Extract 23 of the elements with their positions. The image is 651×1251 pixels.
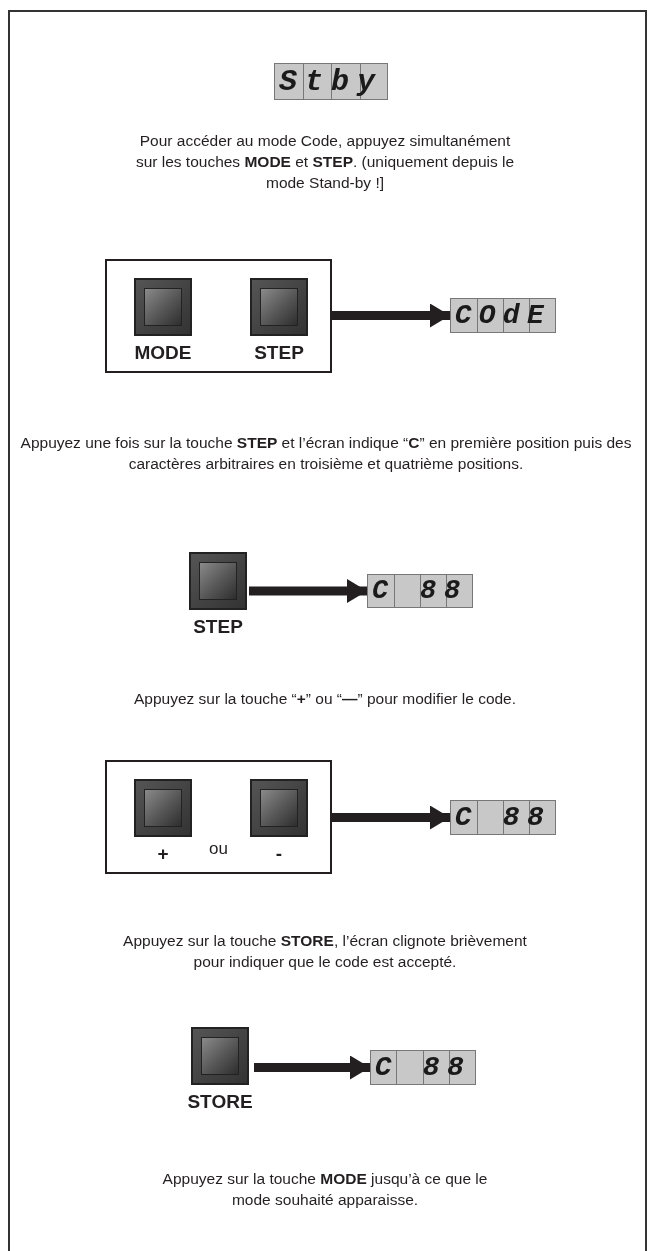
- arrow: [332, 303, 450, 328]
- button-group-frame: [105, 760, 332, 874]
- instruction-text: Appuyez une fois sur la touche STEP et l’écran indique “C” en première position puis des caractères arbitraires en troisième et quatrième positions.: [19, 433, 633, 474]
- button-group-frame: [105, 259, 332, 373]
- instruction-text: Appuyez sur la touche MODE jusqu’à ce que le mode souhaité apparaisse.: [161, 1169, 489, 1210]
- seven-segment-display: C 88: [450, 800, 556, 835]
- seven-segment-display: C 88: [367, 574, 473, 608]
- seven-segment-display: COdE: [450, 298, 556, 333]
- arrow: [249, 579, 367, 603]
- button-label: STEP: [193, 616, 243, 638]
- arrow: [254, 1055, 370, 1080]
- seven-segment-display: Stby: [274, 63, 388, 100]
- instruction-text: Pour accéder au mode Code, appuyez simultanément sur les touches MODE et STEP. (uniquement depuis le mode Stand-by !]: [135, 131, 515, 193]
- conjunction-text: ou: [209, 839, 228, 859]
- arrow: [332, 805, 450, 830]
- instruction-text: Appuyez sur la touche “+” ou “—” pour modifier le code.: [132, 689, 518, 709]
- button-label: MODE: [134, 342, 192, 364]
- button-label: -: [275, 843, 283, 865]
- button-label: STEP: [254, 342, 304, 364]
- instruction-text: Appuyez sur la touche STORE, l’écran clignote brièvement pour indiquer que le code est accepté.: [122, 931, 528, 972]
- button-label: STORE: [187, 1091, 253, 1113]
- button-label: +: [157, 843, 169, 865]
- seven-segment-display: C 88: [370, 1050, 476, 1085]
